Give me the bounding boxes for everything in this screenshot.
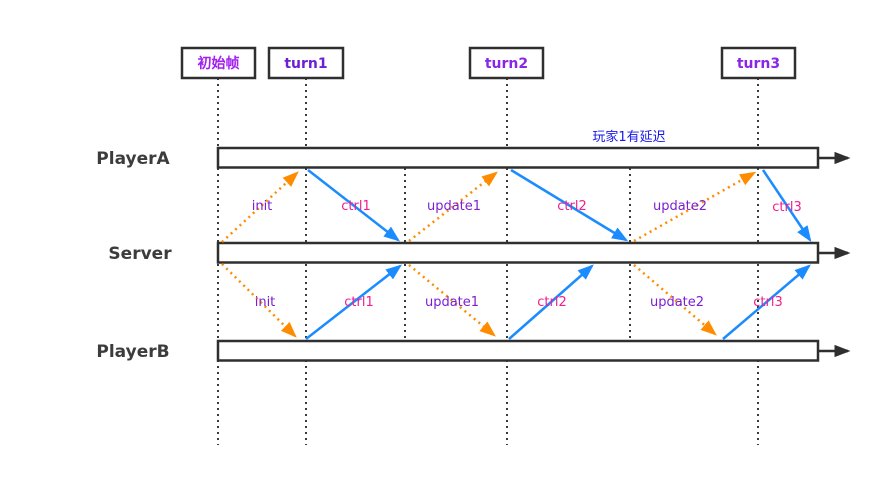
arrow-ctrl3-from-playera (761, 169, 812, 243)
frame-box-turn3 (720, 46, 797, 80)
frame-box-initial (180, 46, 257, 80)
arrow-ctrl2-from-playera (510, 168, 629, 242)
playerb-message-arrows (221, 263, 811, 340)
frame-box-turn2 (468, 46, 545, 80)
label-update1-top: update1 (427, 199, 481, 214)
turn-boundary-lines (217, 78, 759, 445)
label-init-top: init (252, 199, 273, 214)
frame-box-turn3-label: turn3 (737, 56, 780, 72)
label-ctrl1-bottom: ctrl1 (344, 295, 373, 310)
label-ctrl3-top: ctrl3 (772, 200, 801, 215)
frame-box-turn1-label: turn1 (284, 56, 327, 72)
arrow-update2-to-playera (633, 171, 757, 243)
playerb-timeline-bar (216, 339, 820, 362)
arrow-init-to-playerb (221, 263, 297, 338)
label-update2-bottom: update2 (650, 295, 704, 310)
lane-label-playera: PlayerA (96, 149, 170, 169)
frame-boxes: 初始帧 turn1 turn2 turn3 (180, 46, 797, 80)
label-update2-top: update2 (653, 199, 707, 214)
arrow-init-to-playera (221, 171, 299, 243)
label-update1-bottom: update1 (425, 295, 479, 310)
playera-message-labels: init ctrl1 update1 ctrl2 update2 ctrl3 (252, 199, 802, 215)
frame-box-initial-label: 初始帧 (198, 55, 240, 72)
arrow-update1-to-playerb (408, 264, 496, 337)
frame-box-turn2-label: turn2 (485, 56, 528, 72)
label-ctrl2-top: ctrl2 (557, 199, 586, 214)
frame-box-turn1 (267, 46, 345, 80)
playera-message-arrows (221, 168, 812, 243)
arrow-ctrl2-from-playerb (508, 264, 594, 340)
playerb-message-labels: init ctrl1 update1 ctrl2 update2 ctrl3 (255, 295, 783, 310)
arrow-ctrl1-from-playerb (305, 264, 402, 340)
playera-timeline-bar (216, 146, 820, 169)
server-timeline-bar (216, 241, 820, 264)
arrow-ctrl1-from-playera (307, 169, 400, 242)
label-ctrl3-bottom: ctrl3 (753, 295, 782, 310)
timeline-bars (216, 146, 851, 362)
playera-latency-annotation: 玩家1有延迟 (592, 129, 665, 145)
label-ctrl1-top: ctrl1 (341, 199, 370, 214)
label-init-bottom: init (255, 295, 276, 310)
arrow-update1-to-playera (408, 171, 498, 242)
label-ctrl2-bottom: ctrl2 (537, 295, 566, 310)
lane-label-server: Server (108, 244, 172, 264)
lane-labels: PlayerA Server PlayerB (96, 149, 172, 362)
lane-label-playerb: PlayerB (96, 342, 169, 362)
arrow-ctrl3-from-playerb (722, 264, 811, 340)
